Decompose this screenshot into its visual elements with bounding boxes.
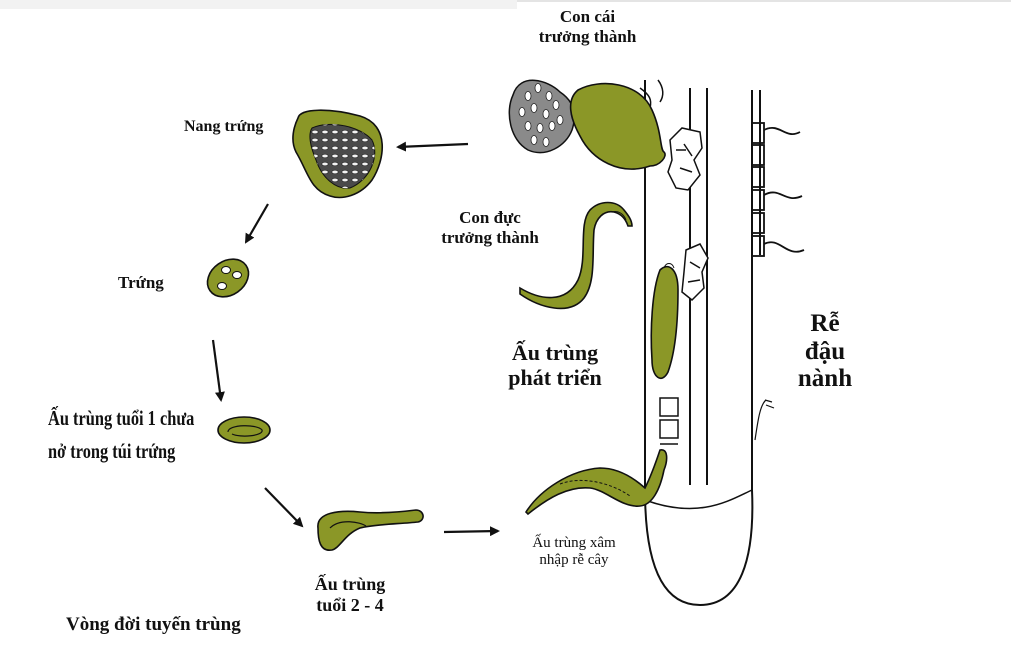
root-label-line1: Rễ [810, 310, 840, 337]
adult-male-label: Con đực trưởng thành [425, 208, 555, 247]
cycle-arrows [211, 141, 500, 537]
adult-male-label-line1: Con đực [459, 208, 521, 227]
top-strip [0, 0, 517, 9]
l1-label-line1: Ấu trùng tuổi 1 chưa [48, 406, 195, 430]
l1-label: Ấu trùng tuổi 1 chưa nở trong túi trứng [48, 402, 194, 467]
adult-female-label-line1: Con cái [559, 7, 616, 26]
cyst-label: Nang trứng [184, 118, 264, 135]
developing-larva [650, 263, 679, 380]
l2-4-label-line2: tuổi 2 - 4 [316, 594, 384, 615]
l2-4-label-line1: Ấu trùng [314, 574, 386, 594]
l2-4-larva [317, 509, 424, 551]
signature [754, 399, 775, 441]
adult-female-label-line2: trưởng thành [538, 26, 637, 46]
root-label: Rễ đậu nành [780, 310, 870, 393]
arrow-cyst-to-egg [244, 203, 269, 244]
arrow-l2-to-invading [443, 526, 500, 537]
egg [206, 258, 250, 298]
egg-label: Trứng [118, 273, 164, 292]
invading-larva-label-line1: Ấu trùng xâm [532, 535, 616, 551]
diagram-title: Vòng đời tuyến trùng [66, 614, 241, 635]
egg-mass [508, 79, 576, 154]
root-hair-cells [751, 122, 805, 257]
developing-larva-label: Ấu trùng phát triển [490, 340, 620, 391]
l1-label-line2: nở trong túi trứng [48, 438, 176, 463]
l2-4-label: Ấu trùng tuổi 2 - 4 [295, 574, 405, 615]
l1-larva-in-egg [217, 416, 271, 444]
developing-larva-label-line2: phát triển [508, 365, 602, 391]
arrow-female-to-cyst [396, 141, 469, 152]
adult-male-label-line2: trưởng thành [441, 227, 539, 247]
arrow-l1-to-l2 [264, 487, 304, 528]
arrow-egg-to-l1 [211, 339, 225, 402]
syncytium-cells [659, 127, 709, 445]
eggs [518, 83, 564, 147]
cyst [292, 109, 383, 199]
developing-larva-label-line1: Ấu trùng [511, 340, 599, 365]
adult-female-label: Con cái trưởng thành [530, 7, 645, 46]
invading-larva-label: Ấu trùng xâm nhập rễ cây [514, 535, 634, 570]
adult-female-nematode [508, 79, 666, 170]
root-label-line3: nành [797, 365, 853, 392]
adult-male-nematode [519, 201, 633, 310]
invading-larva [524, 449, 668, 516]
female-body [569, 82, 666, 170]
root-label-line2: đậu [804, 337, 846, 365]
invading-larva-label-line2: nhập rễ cây [539, 552, 609, 569]
